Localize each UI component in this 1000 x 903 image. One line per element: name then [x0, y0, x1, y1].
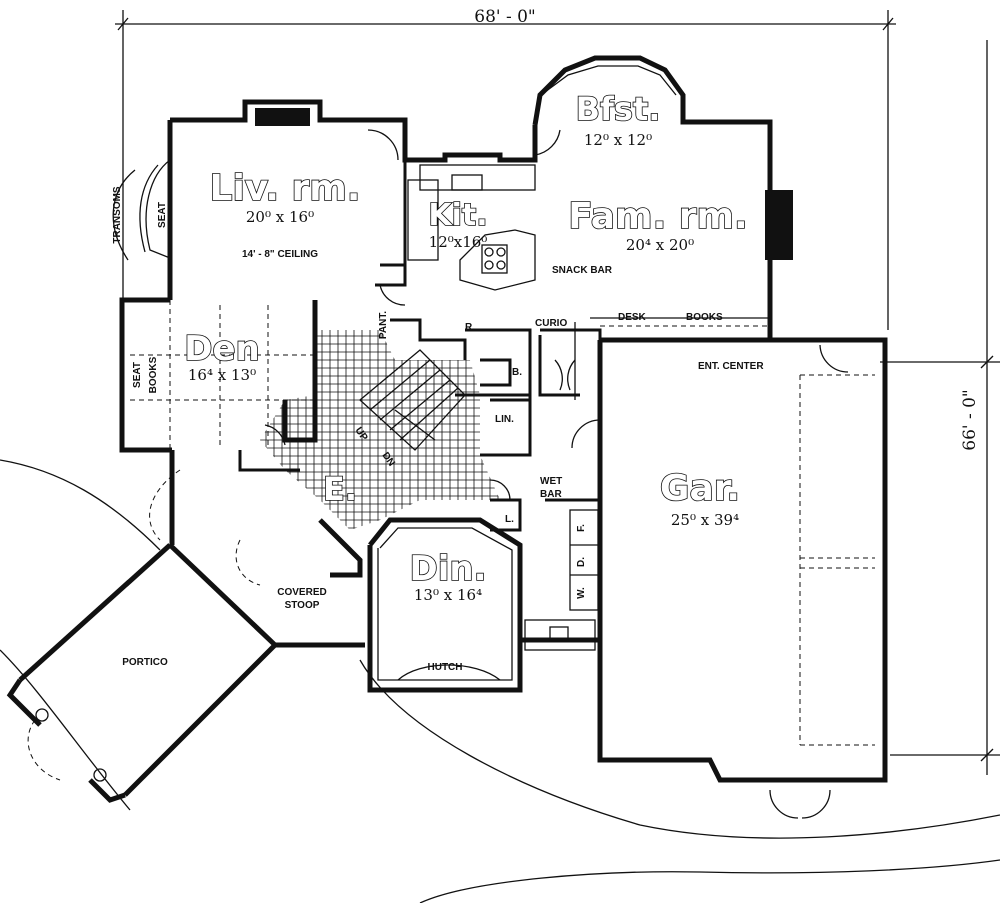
- staircase: [359, 349, 466, 451]
- dimension-lines: [115, 10, 1000, 775]
- overall-depth-label: 66' - 0": [960, 389, 980, 451]
- site-curves: [0, 459, 1000, 903]
- kitchen-name: Kit.: [428, 198, 487, 233]
- transoms-label: TRANSOMS: [112, 186, 123, 244]
- laundry-appliances: [524, 509, 599, 651]
- den-books-label: BOOKS: [148, 356, 159, 393]
- dining-size: 13⁰ x 16⁴: [414, 586, 482, 604]
- living-seat-label: SEAT: [157, 202, 168, 228]
- covered-stoop-label-2: STOOP: [285, 600, 320, 611]
- ent-center-label: ENT. CENTER: [698, 361, 764, 372]
- l-label: L.: [505, 514, 514, 525]
- dryer-label: D.: [576, 557, 587, 567]
- den-ceiling-grid: [130, 300, 315, 450]
- wet-bar-label-2: BAR: [540, 489, 562, 500]
- door-swings: [264, 129, 849, 819]
- living-fireplace: [255, 108, 310, 126]
- dining-name: Din.: [410, 549, 487, 589]
- curio-label: CURIO: [535, 318, 567, 329]
- freezer-label: F.: [576, 524, 587, 532]
- living-bay-window: [112, 159, 171, 261]
- overall-width-label: 68' - 0": [474, 7, 536, 27]
- entry-name: E.: [323, 470, 357, 508]
- garage-parking: [799, 374, 875, 746]
- garage-size: 25⁰ x 39⁴: [671, 511, 739, 529]
- hutch-label: HUTCH: [428, 662, 463, 673]
- den-name: Den: [184, 329, 260, 369]
- entry-floor-grid: [260, 330, 500, 530]
- b-label: B.: [512, 367, 522, 378]
- living-room-name: Liv. rm.: [210, 168, 361, 209]
- pantry-label: PANT.: [378, 311, 389, 339]
- desk-label: DESK: [618, 312, 647, 323]
- covered-stoop-label-1: COVERED: [277, 587, 326, 598]
- breakfast-bay: [544, 65, 677, 96]
- breakfast-name: Bfst.: [576, 90, 661, 128]
- garage-name: Gar.: [660, 468, 740, 509]
- portico-structure: [6, 469, 365, 803]
- refrigerator-label: R.: [465, 322, 475, 333]
- breakfast-size: 12⁰ x 12⁰: [584, 131, 652, 149]
- living-room-note: 14' - 8" CEILING: [242, 249, 318, 260]
- exterior-walls: [119, 55, 888, 783]
- snack-bar-label: SNACK BAR: [552, 265, 613, 276]
- linen-label: LIN.: [495, 414, 514, 425]
- interior-walls: [238, 160, 602, 640]
- up-label: UP: [353, 425, 370, 443]
- family-room-name: Fam. rm.: [568, 196, 747, 237]
- kitchen-size: 12⁰x16⁰: [429, 233, 488, 251]
- kitchen-counters: [407, 164, 536, 291]
- den-seat-label: SEAT: [132, 362, 143, 388]
- living-room-size: 20⁰ x 16⁰: [246, 208, 314, 226]
- washer-label: W.: [576, 587, 587, 599]
- family-books-label: BOOKS: [686, 312, 723, 323]
- family-fireplace: [765, 190, 793, 260]
- family-room-size: 20⁴ x 20⁰: [626, 236, 694, 254]
- wet-bar-label-1: WET: [540, 476, 562, 487]
- den-size: 16⁴ x 13⁰: [188, 366, 256, 384]
- family-cabinetry: [574, 317, 770, 400]
- portico-label: PORTICO: [122, 657, 168, 668]
- dining-hutch: [377, 527, 513, 681]
